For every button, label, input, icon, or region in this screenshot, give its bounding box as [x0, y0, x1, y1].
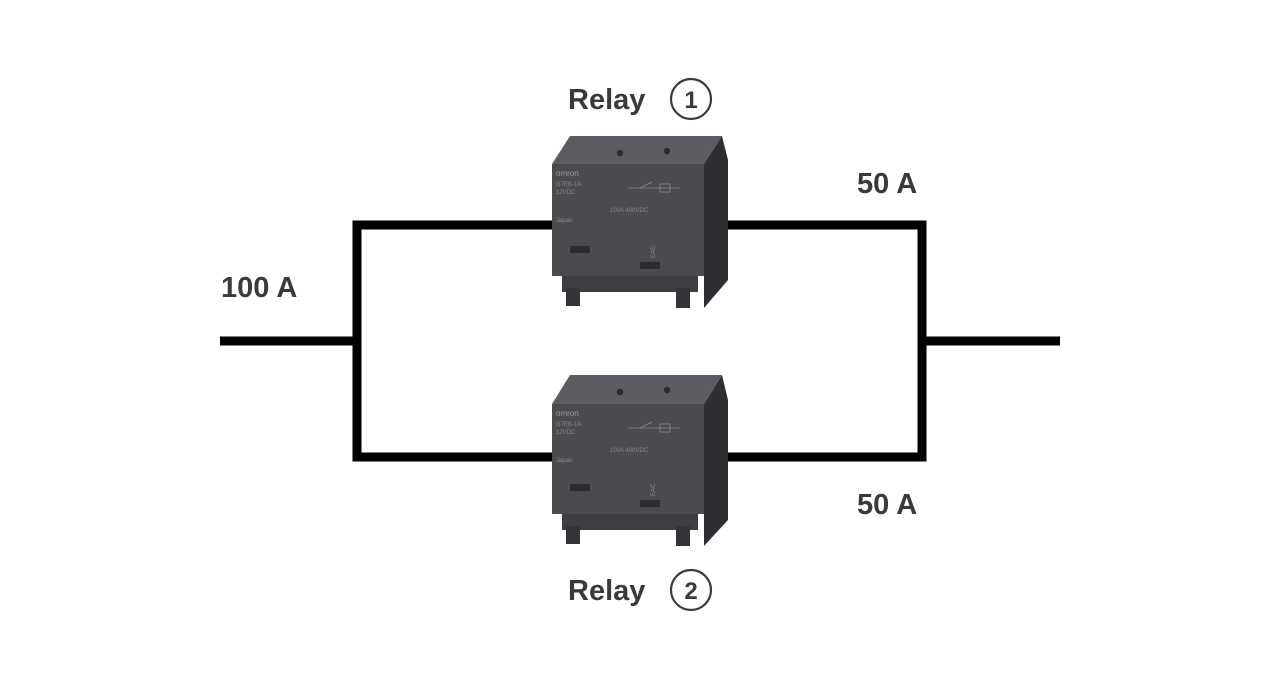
- relay-2-front: [552, 404, 704, 514]
- relay-2-label-text: Relay: [568, 575, 645, 607]
- relay-1-side: [704, 136, 728, 308]
- relay-1-schematic-icon: [628, 181, 680, 193]
- relay-2-label: Relay 2: [568, 568, 713, 612]
- relay-2-hole-left: [616, 388, 624, 396]
- relay-2-number: 2: [684, 578, 697, 605]
- relay-1-current-label: 50 A: [857, 168, 917, 200]
- relay-1-top: [552, 136, 722, 164]
- relay-2-foot-right: [676, 526, 690, 546]
- relay-2-hole-right: [663, 386, 671, 394]
- relay-2: omron G7EB-1A 12VDC 100A 400VDC Japan EA…: [552, 375, 728, 546]
- relay-1-number: 1: [684, 87, 697, 114]
- relay-1-base: [562, 276, 698, 292]
- relay-2-brand-print: omron: [556, 409, 579, 418]
- left-bus-wire-lower: [352, 341, 552, 462]
- right-bus-wire-lower: [728, 341, 927, 462]
- relay-2-tab-left: [570, 484, 590, 491]
- relay-1-label: Relay 1: [568, 77, 713, 121]
- relay-1-tab-left: [570, 246, 590, 253]
- relay-1-hole-left: [616, 149, 624, 157]
- relay-1-tab-right: [640, 262, 660, 269]
- relay-2-number-circle: [669, 568, 713, 612]
- relay-2-side: [704, 375, 728, 546]
- relay-1-print-line-4: Japan: [556, 218, 572, 224]
- relay-2-tab-right: [640, 500, 660, 507]
- relay-2-mark: EAC: [651, 483, 657, 496]
- relay-1-brand-print: omron: [556, 169, 579, 178]
- relay-2-foot-left: [566, 526, 580, 544]
- relay-2-top: [552, 375, 722, 404]
- relay-2-current-label: 50 A: [857, 489, 917, 521]
- relay-2-print-line-1: G7EB-1A: [556, 422, 581, 428]
- left-bus-wire: [352, 220, 552, 341]
- relay-1: omron G7EB-1A 12VDC 100A 400VDC Japan EA…: [552, 136, 728, 308]
- relay-2-print-line-3: 100A 400VDC: [610, 448, 649, 454]
- relay-1-print-line-2: 12VDC: [556, 190, 576, 196]
- relay-1-hole-right: [663, 147, 671, 155]
- relay-1-foot-left: [566, 288, 580, 306]
- input-current-label: 100 A: [221, 272, 297, 304]
- relay-1-label-text: Relay: [568, 84, 645, 116]
- relay-1-print-line-3: 100A 400VDC: [610, 208, 649, 214]
- relay-2-schematic-icon: [628, 421, 680, 433]
- relay-2-print-line-4: Japan: [556, 458, 572, 464]
- relay-2-print-line-2: 12VDC: [556, 430, 576, 436]
- circuit-wires: [220, 220, 1060, 462]
- relay-1-foot-right: [676, 288, 690, 308]
- relay-1-print-line-1: G7EB-1A: [556, 182, 581, 188]
- right-bus-wire-upper: [728, 220, 927, 341]
- relay-1-number-circle: [669, 77, 713, 121]
- relay-1-mark: EAC: [651, 245, 657, 258]
- relay-1-front: [552, 164, 704, 276]
- relay-2-base: [562, 514, 698, 530]
